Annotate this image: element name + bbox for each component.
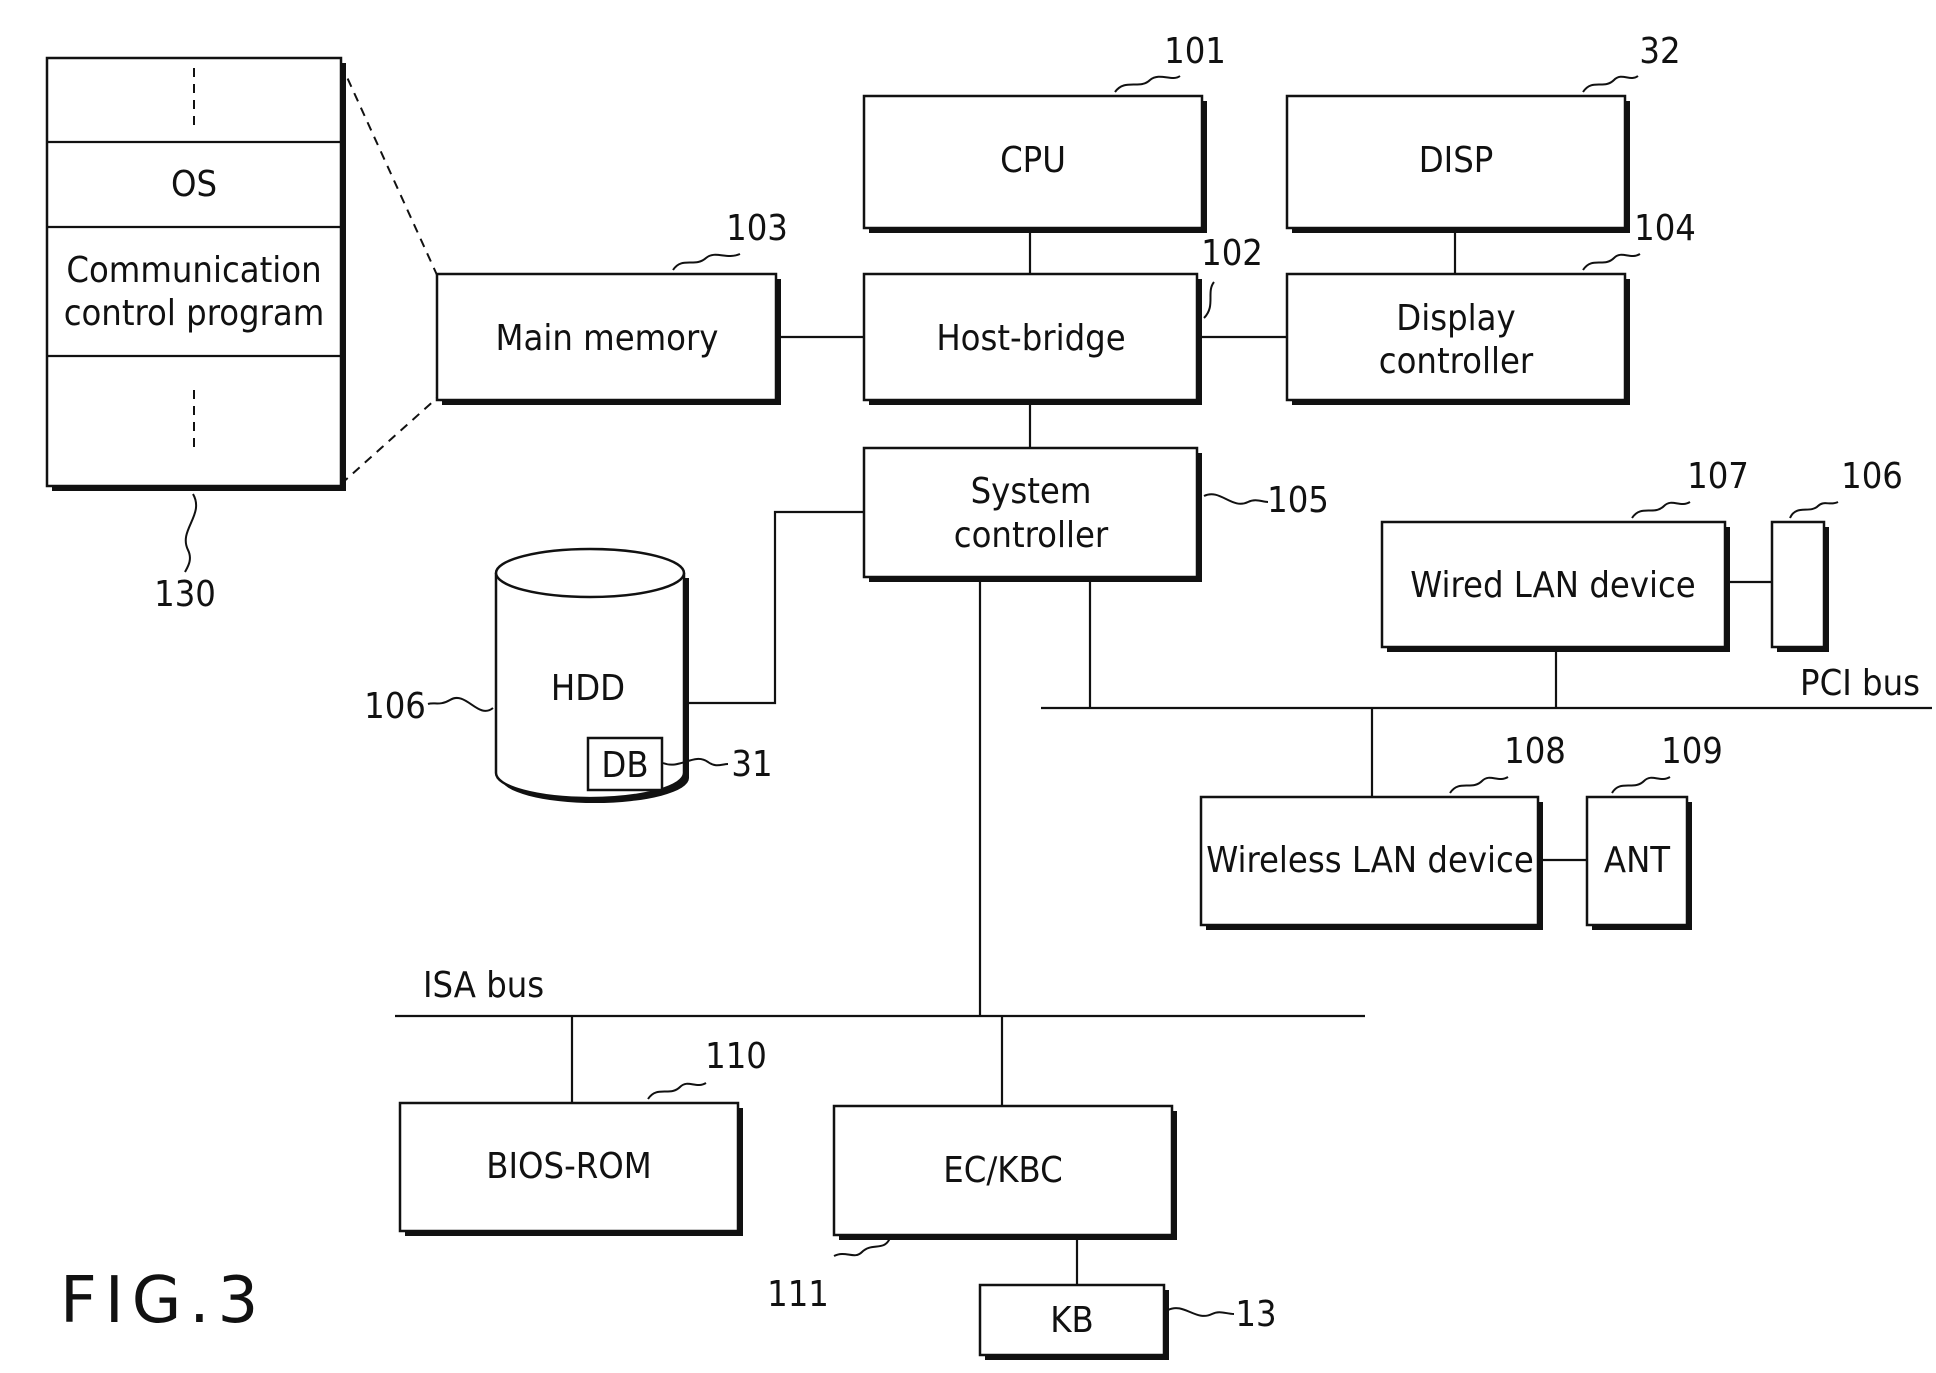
bios-rom-block: BIOS-ROM 110	[400, 1036, 767, 1236]
main-memory-block: Main memory 103	[437, 208, 788, 405]
wired-lan-block: Wired LAN device 107	[1382, 456, 1749, 652]
disp-ref: 32	[1639, 31, 1680, 72]
isa-bus-label: ISA bus	[423, 965, 544, 1006]
lan-connector: 106	[1772, 456, 1903, 652]
disp-label: DISP	[1419, 140, 1494, 181]
wired-lan-label: Wired LAN device	[1410, 565, 1695, 606]
main-memory-label: Main memory	[496, 318, 719, 359]
memory-map-program-line2: control program	[64, 293, 325, 334]
bios-rom-label: BIOS-ROM	[486, 1146, 651, 1187]
kb-block: KB 13	[980, 1285, 1277, 1360]
display-controller-ref: 104	[1634, 208, 1696, 249]
ec-kbc-ref: 111	[767, 1274, 829, 1315]
ec-kbc-label: EC/KBC	[943, 1150, 1062, 1191]
pci-bus-label: PCI bus	[1800, 663, 1920, 704]
host-bridge-block: Host-bridge 102	[864, 233, 1263, 405]
ant-ref: 109	[1661, 731, 1723, 772]
lan-connector-ref: 106	[1841, 456, 1903, 497]
host-bridge-label: Host-bridge	[936, 318, 1125, 359]
disp-block: DISP 32	[1287, 31, 1681, 233]
wired-lan-ref: 107	[1687, 456, 1749, 497]
memory-map: OS Communication control program 130	[47, 58, 346, 615]
system-controller-ref: 105	[1267, 480, 1329, 521]
db-label: DB	[601, 745, 648, 786]
wireless-lan-label: Wireless LAN device	[1206, 840, 1534, 881]
system-controller-block: System controller 105	[864, 448, 1329, 582]
kb-label: KB	[1050, 1300, 1093, 1341]
memory-map-program-line1: Communication	[66, 250, 321, 291]
main-memory-ref: 103	[726, 208, 788, 249]
wireless-lan-block: Wireless LAN device 108	[1201, 731, 1566, 930]
display-controller-block: Display controller 104	[1287, 208, 1696, 405]
db-ref: 31	[731, 744, 772, 785]
figure-label: FIG.3	[60, 1264, 266, 1338]
host-bridge-ref: 102	[1201, 233, 1263, 274]
ant-label: ANT	[1604, 840, 1670, 881]
system-controller-line2: controller	[954, 515, 1109, 556]
zoom-line-top	[341, 64, 437, 275]
memory-map-os: OS	[171, 164, 217, 205]
bios-rom-ref: 110	[705, 1036, 767, 1077]
cpu-label: CPU	[1000, 140, 1066, 181]
wireless-lan-ref: 108	[1504, 731, 1566, 772]
hdd-label: HDD	[551, 668, 625, 709]
kb-ref: 13	[1235, 1294, 1276, 1335]
display-controller-line1: Display	[1396, 298, 1515, 339]
ant-block: ANT 109	[1587, 731, 1723, 930]
cpu-block: CPU 101	[864, 31, 1226, 233]
hdd-ref: 106	[364, 686, 426, 727]
display-controller-line2: controller	[1379, 341, 1534, 382]
cpu-ref: 101	[1164, 31, 1226, 72]
system-controller-line1: System	[971, 471, 1092, 512]
ec-kbc-block: EC/KBC 111	[767, 1106, 1177, 1315]
zoom-line-bottom	[341, 398, 437, 484]
memory-map-ref: 130	[154, 574, 216, 615]
